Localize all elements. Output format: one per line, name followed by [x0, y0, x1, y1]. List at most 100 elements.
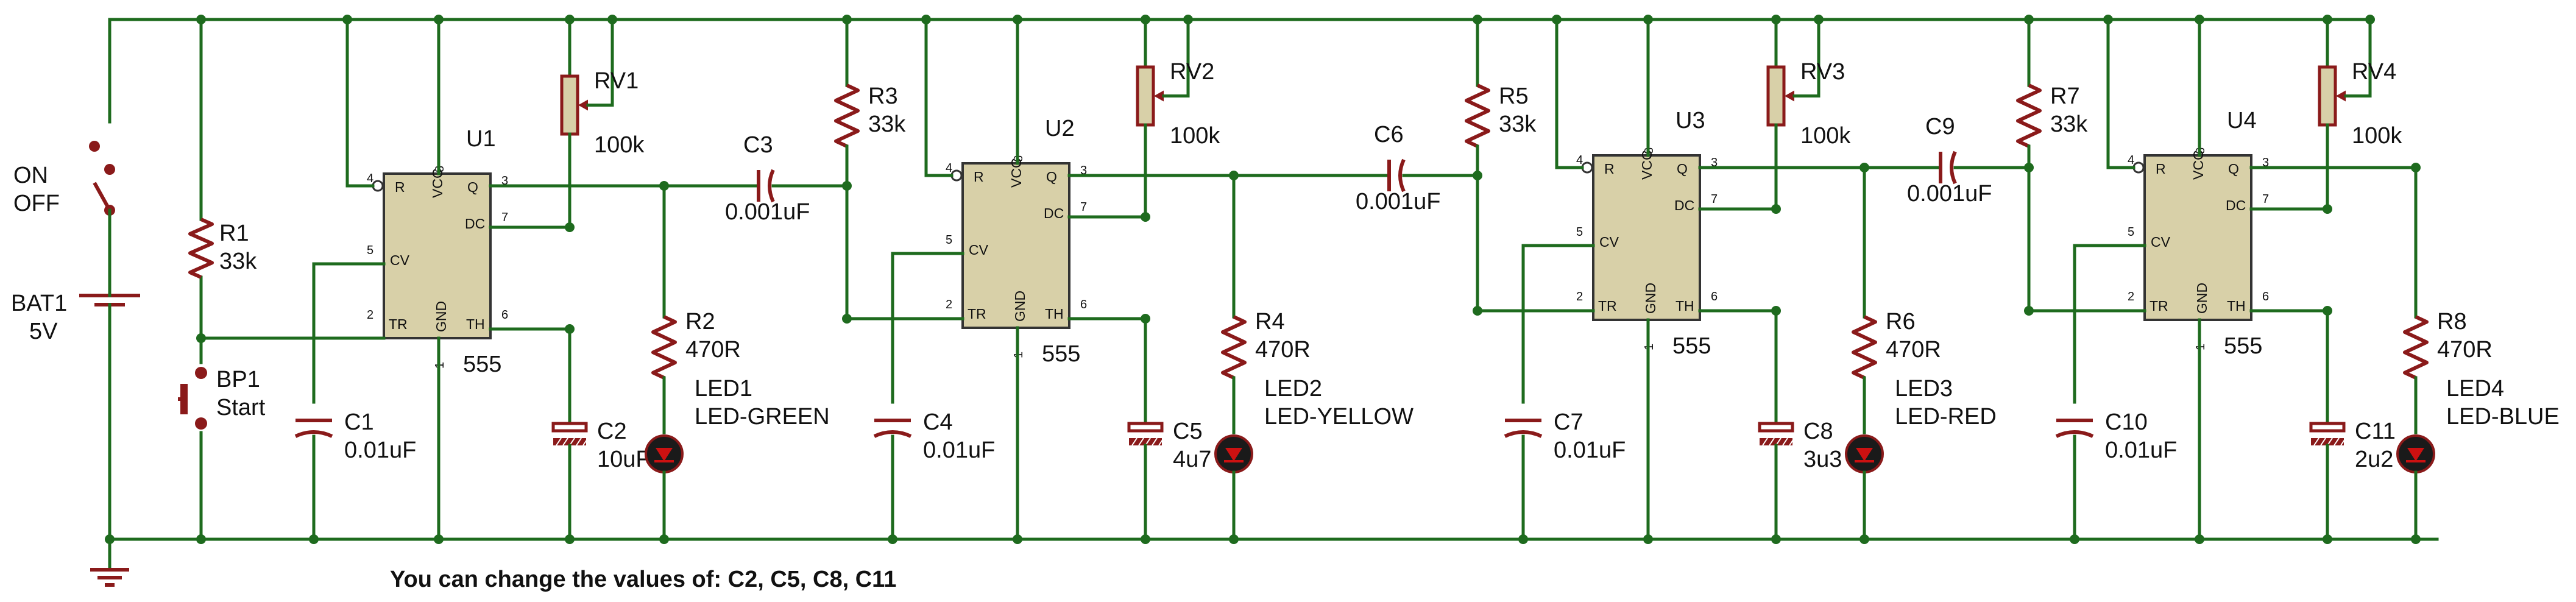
junction-dot	[1518, 534, 1528, 544]
capacitor-plate	[1152, 437, 1158, 446]
capacitor-value-label: 0.001uF	[725, 199, 810, 225]
pin-number: 6	[1711, 290, 1718, 303]
junction-dot	[196, 15, 206, 24]
capacitor-name-label: C7	[1554, 409, 1583, 435]
resistor-name-label: R6	[1886, 309, 1916, 335]
led-name-label: LED1	[695, 376, 752, 402]
chip-u3-body	[1592, 154, 1701, 321]
battery-symbol	[79, 278, 140, 349]
junction-dot	[2323, 534, 2332, 544]
resistor	[651, 315, 677, 380]
capacitor	[1504, 419, 1543, 438]
pot-name-label: RV4	[2352, 59, 2396, 85]
wire	[586, 18, 614, 107]
pin-number: 4	[2128, 154, 2134, 167]
potentiometer	[1766, 65, 1794, 127]
junction-dot	[1141, 212, 1150, 222]
capacitor-value-label: 0.01uF	[923, 437, 995, 463]
pin-label: CV	[969, 242, 989, 258]
pot-wiper	[1154, 90, 1164, 102]
capacitor-plate	[873, 430, 912, 438]
pin-label: R	[2156, 161, 2166, 177]
potentiometer	[2318, 65, 2346, 127]
led-value-label: LED-YELLOW	[1264, 404, 1414, 430]
led-name-label: LED3	[1895, 376, 1953, 402]
change-values-note: You can change the values of: C2, C5, C8…	[390, 567, 896, 592]
led-name-label: LED4	[2446, 376, 2504, 402]
capacitor-value-label: 2u2	[2355, 447, 2393, 472]
pin-label: GND	[1012, 291, 1028, 322]
pin-label: DC	[1044, 205, 1064, 221]
junction-dot	[2024, 15, 2034, 24]
resistor-value-label: 470R	[685, 337, 741, 363]
junction-dot	[2103, 15, 2113, 24]
led	[1214, 434, 1253, 473]
pin-label: R	[395, 179, 405, 195]
resistor-value-label: 33k	[219, 249, 257, 274]
chip-u4-body	[2143, 154, 2252, 321]
led	[645, 434, 684, 473]
capacitor-plate	[1758, 422, 1794, 433]
resistor-name-label: R7	[2050, 83, 2080, 109]
chip-name-label: U4	[2227, 108, 2257, 133]
pin-label: TR	[968, 306, 986, 322]
pin-label: TR	[389, 316, 408, 332]
resistor	[1221, 315, 1247, 380]
capacitor-plate	[1158, 437, 1164, 446]
junction-dot	[607, 15, 617, 24]
resistor-name-label: R1	[219, 221, 249, 246]
pin-number: 2	[946, 298, 952, 311]
wire	[1792, 18, 1821, 97]
pin-number: 3	[501, 174, 508, 188]
junction-dot	[565, 534, 575, 544]
chip-type-label: 555	[2224, 333, 2262, 359]
pin-number: 2	[1576, 290, 1583, 303]
resistor-name-label: R8	[2437, 309, 2467, 335]
led-value-label: LED-RED	[1895, 404, 1997, 430]
junction-dot	[434, 15, 444, 24]
battery-name-label: BAT1	[11, 291, 67, 316]
junction-dot	[105, 534, 115, 544]
led-value-label: LED-BLUE	[2446, 404, 2560, 430]
pin-number: 7	[1080, 200, 1087, 214]
chip-type-label: 555	[1672, 333, 1711, 359]
capacitor-plate	[768, 169, 775, 203]
junction-dot	[1141, 15, 1150, 24]
junction-dot	[565, 15, 575, 24]
junction-dot	[888, 534, 897, 544]
capacitor-name-label: C3	[743, 132, 773, 158]
pin-label: Q	[467, 179, 478, 195]
capacitor-plate	[294, 430, 333, 438]
pin-number: 3	[1711, 156, 1718, 169]
capacitor-plate	[2313, 437, 2319, 446]
capacitor-plate	[2055, 430, 2094, 438]
pin-label: DC	[465, 216, 485, 232]
junction-dot	[434, 534, 444, 544]
pin-label: Q	[1677, 161, 1688, 177]
junction-dot	[1183, 15, 1193, 24]
capacitor-plate	[1504, 430, 1543, 438]
wire	[891, 252, 964, 404]
pot-wiper	[1785, 90, 1794, 102]
capacitor-name-label: C10	[2105, 409, 2148, 435]
capacitor-name-label: C8	[1803, 419, 1833, 444]
resistor-value-label: 33k	[868, 112, 906, 137]
capacitor-plate	[1769, 437, 1775, 446]
junction-dot	[842, 314, 852, 324]
capacitor-plate	[2334, 437, 2340, 446]
pin-label: TH	[2227, 298, 2246, 314]
pin-label: GND	[1643, 283, 1658, 314]
junction-dot	[1814, 15, 1824, 24]
capacitor-plate	[1789, 437, 1795, 446]
electrolytic-capacitor	[1758, 422, 1795, 446]
pin-label: TH	[1675, 298, 1694, 314]
capacitor-plate	[562, 437, 568, 446]
pin-number: 4	[946, 161, 952, 175]
wire	[2073, 244, 2146, 404]
capacitor-plate	[2309, 422, 2346, 433]
push-button-symbol	[178, 367, 207, 430]
capacitor	[2055, 419, 2094, 438]
pot-body	[2318, 65, 2337, 127]
capacitor-name-label: C1	[344, 409, 374, 435]
junction-dot	[2323, 15, 2332, 24]
